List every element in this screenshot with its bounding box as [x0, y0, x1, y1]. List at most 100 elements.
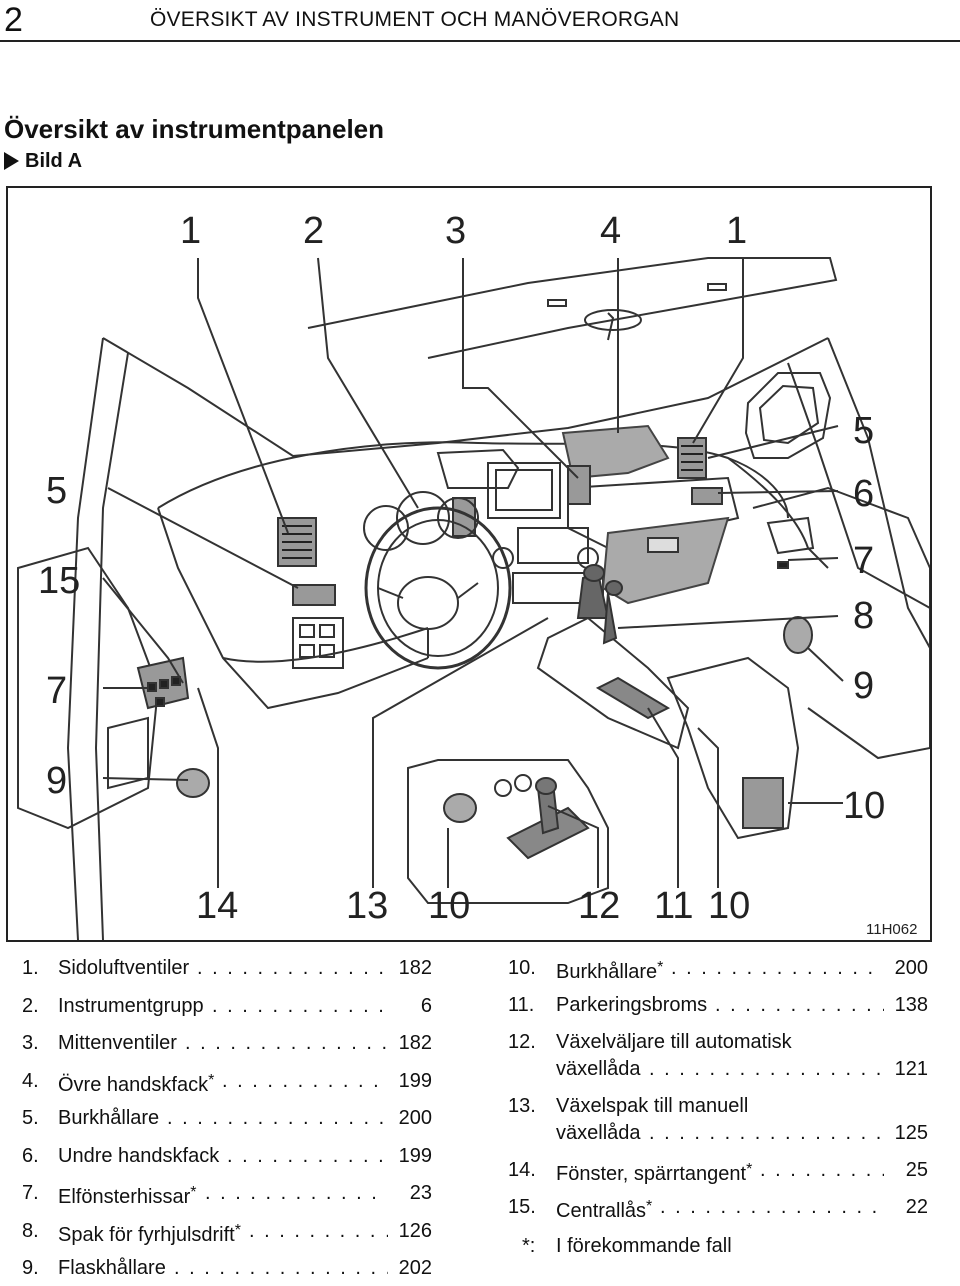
list-item: 12. Växelväljare till automatisk växellåda… — [508, 1030, 928, 1084]
list-item-label-text: Instrumentgrupp — [58, 994, 204, 1017]
asterisk-icon: * — [208, 1071, 215, 1089]
figure-code: 11H062 — [866, 921, 917, 938]
right-door-panel — [752, 486, 930, 760]
callout-5-left: 5 — [46, 470, 67, 512]
asterisk-icon: * — [657, 959, 664, 976]
list-item-label-text: Övre handskfack — [58, 1073, 209, 1096]
list-item-number: 4. — [22, 1069, 39, 1092]
list-item-label: Flaskhållare — [58, 1256, 166, 1280]
list-item-label-text: Växelväljare till automatisk — [556, 1031, 792, 1053]
list-item-page: 22 — [905, 1196, 928, 1218]
list-item: 6. Undre handskfack . . . . . . . . . . . … — [22, 1144, 432, 1172]
leader-dots: . . . . . . . . . . . . . . . . . . . . … — [227, 1144, 388, 1167]
list-item-label-text: Flaskhållare — [58, 1257, 166, 1279]
center-vent — [452, 465, 591, 537]
callout-7-right: 7 — [853, 540, 874, 582]
list-item-page: 199 — [398, 1069, 432, 1092]
list-item-label: Sidoluftventiler — [58, 956, 189, 980]
list-item: 14.Fönster, spärrtangent*. . . . . . . .… — [508, 1158, 928, 1186]
callout-5-right: 5 — [853, 410, 874, 452]
center-console — [536, 564, 800, 840]
list-item-label-text: Fönster, spärrtangent — [556, 1163, 747, 1185]
section-title: Översikt av instrumentpanelen — [4, 114, 385, 144]
list-item-label-text: Burkhållare — [58, 1107, 160, 1129]
callout-1-left: 1 — [180, 210, 201, 252]
leader-dots: . . . . . . . . . . . . . . . . . . . . … — [715, 994, 884, 1016]
list-item: 5.Burkhållare. . . . . . . . . . . . . .… — [22, 1106, 432, 1134]
list-item-label: Elfönsterhissar* — [58, 1181, 197, 1209]
list-item-page: 125 — [894, 1122, 928, 1144]
leader-dots: . . . . . . . . . . . . . . . . . . . . … — [174, 1257, 388, 1279]
list-item: 7.Elfönsterhissar*. . . . . . . . . . . … — [22, 1181, 432, 1209]
list-item-label: Fönster, spärrtangent* — [556, 1158, 752, 1186]
callout-10-inset: 10 — [428, 885, 470, 927]
parts-list-right: 10.Burkhållare*. . . . . . . . . . . . .… — [508, 956, 938, 1286]
leader-dots: . . . . . . . . . . . . . . . . . . . . … — [205, 1182, 388, 1204]
list-item-label-line2: växellåda — [556, 1058, 641, 1080]
list-item-label: Burkhållare* — [556, 956, 663, 984]
list-item-label-text: Burkhållare — [556, 961, 658, 983]
callout-13: 13 — [346, 885, 388, 927]
figure-caption: Bild A — [4, 150, 82, 173]
list-item: 1.Sidoluftventiler. . . . . . . . . . . … — [22, 956, 432, 984]
list-item-number: 12. — [508, 1031, 536, 1053]
side-mirror — [744, 372, 832, 459]
list-item-label: Instrumentgrupp — [58, 994, 204, 1018]
list-item-number: 8. — [22, 1219, 39, 1242]
left-cupholder — [292, 584, 336, 606]
leader-dots: . . . . . . . . . . . . . . . . . . . . … — [649, 1122, 884, 1144]
asterisk-icon: * — [190, 1184, 197, 1201]
list-item-page: 23 — [409, 1182, 432, 1204]
dashboard — [157, 441, 829, 710]
list-item-label: Övre handskfack* — [58, 1069, 214, 1097]
list-item-page: 126 — [398, 1219, 432, 1242]
list-item: 11.Parkeringsbroms. . . . . . . . . . . … — [508, 993, 928, 1021]
list-item-label: Mittenventiler — [58, 1031, 177, 1055]
parts-list-left: 1.Sidoluftventiler. . . . . . . . . . . … — [22, 956, 442, 1286]
leader-dots: . . . . . . . . . . . . . . . . . . . . … — [222, 1069, 388, 1092]
list-item-number: 10. — [508, 957, 536, 979]
list-item-label: Parkeringsbroms — [556, 993, 707, 1017]
list-item-label-text: Parkeringsbroms — [556, 994, 708, 1016]
list-item-label: Centrallås* — [556, 1195, 652, 1223]
callout-6: 6 — [853, 473, 874, 515]
asterisk-icon: * — [234, 1221, 241, 1239]
left-side-vent — [277, 517, 317, 567]
footnote-symbol: *: — [522, 1235, 536, 1257]
list-item-label-text: Undre handskfack — [58, 1144, 220, 1167]
list-item-page: 200 — [398, 1107, 432, 1129]
automatic-selector-inset — [407, 759, 609, 904]
list-item: 8.Spak för fyrhjulsdrift*. . . . . . . .… — [22, 1219, 432, 1247]
list-item-label: Spak för fyrhjulsdrift* — [58, 1219, 241, 1247]
callout-7-left: 7 — [46, 670, 67, 712]
leader-dots: . . . . . . . . . . . . . . . . . . . . … — [660, 1196, 884, 1218]
footnote: *:I förekommande fall — [508, 1234, 928, 1262]
list-item-number: 6. — [22, 1144, 39, 1167]
list-item-label-text: Sidoluftventiler — [58, 957, 190, 979]
callout-1-right: 1 — [726, 210, 747, 252]
list-item-label: Växelväljare till automatisk — [556, 1030, 792, 1054]
list-item-number: 9. — [22, 1257, 39, 1279]
list-item-label-text: Växelspak till manuell — [556, 1095, 749, 1117]
leader-dots: . . . . . . . . . . . . . . . . . . . . … — [760, 1159, 884, 1181]
asterisk-icon: * — [646, 1198, 653, 1215]
list-item-page: 200 — [894, 957, 928, 979]
list-item: 2. Instrumentgrupp . . . . . . . . . . . .… — [22, 994, 432, 1022]
figure-caption-text: Bild A — [25, 150, 83, 172]
callout-4: 4 — [600, 210, 621, 252]
asterisk-icon: * — [746, 1161, 753, 1178]
left-switch-panel — [292, 617, 344, 669]
list-item-number: 15. — [508, 1196, 536, 1218]
list-item-page: 6 — [420, 994, 432, 1017]
list-item-number: 2. — [22, 994, 39, 1017]
list-item-page: 182 — [398, 957, 432, 979]
list-item-label-text: Mittenventiler — [58, 1032, 177, 1054]
steering-wheel — [364, 506, 512, 670]
callout-9-right: 9 — [853, 665, 874, 707]
list-item-label: Undre handskfack — [58, 1144, 219, 1168]
list-item-page: 138 — [894, 994, 928, 1016]
list-item-number: 3. — [22, 1032, 39, 1054]
leader-lines — [102, 257, 844, 888]
leader-dots: . . . . . . . . . . . . . . . . . . . . … — [212, 994, 388, 1017]
